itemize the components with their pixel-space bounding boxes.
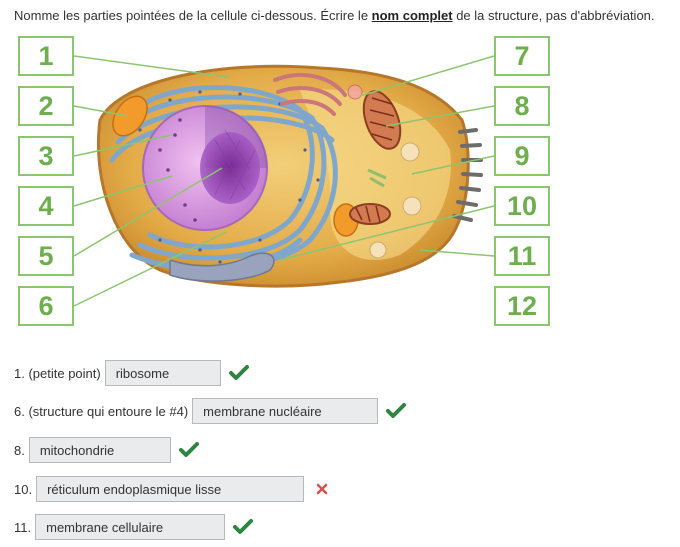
question-row-1: 1. (petite point) [14, 360, 249, 386]
answer-field-10[interactable] [36, 476, 305, 502]
nucleus [142, 105, 268, 231]
question-label: 8. [14, 442, 25, 458]
label-box-9: 9 [494, 136, 550, 176]
label-box-8: 8 [494, 86, 550, 126]
smooth-er [169, 252, 275, 282]
label-box-4: 4 [18, 186, 74, 226]
checkmark-icon [386, 401, 407, 421]
answer-field-1[interactable] [104, 360, 221, 386]
instruction-text: Nomme les parties pointées de la cellule… [14, 8, 655, 23]
microvilli [452, 128, 483, 222]
checkmark-icon [178, 440, 199, 460]
question-row-6: 6. (structure qui entoure le #4) [14, 398, 407, 424]
answer-field-6[interactable] [192, 398, 379, 424]
question-label: 6. (structure qui entoure le #4) [14, 403, 189, 419]
question-row-8: 8. [14, 437, 199, 463]
vesicles [347, 84, 422, 259]
answer-field-8[interactable] [28, 437, 171, 463]
centrioles [367, 168, 387, 188]
label-box-6: 6 [18, 286, 74, 326]
label-box-10: 10 [494, 186, 550, 226]
cross-icon [312, 479, 332, 499]
label-box-11: 11 [494, 236, 550, 276]
leader-lines [73, 55, 495, 307]
mitochondria [112, 90, 402, 237]
label-box-2: 2 [18, 86, 74, 126]
checkmark-icon [228, 363, 249, 383]
label-box-3: 3 [18, 136, 74, 176]
question-label: 11. [14, 519, 32, 535]
question-label: 1. (petite point) [14, 365, 101, 381]
cell-diagram: 1 2 3 4 5 6 7 8 9 10 11 12 [18, 36, 550, 326]
question-row-10: 10. [14, 476, 332, 502]
question-row-11: 11. [14, 514, 254, 540]
golgi [273, 73, 347, 116]
label-box-1: 1 [18, 36, 74, 76]
checkmark-icon [233, 517, 254, 537]
answer-field-11[interactable] [35, 514, 226, 540]
label-box-5: 5 [18, 236, 74, 276]
instruction-emphasis: nom complet [371, 8, 453, 23]
label-box-7: 7 [494, 36, 550, 76]
question-label: 10. [14, 481, 33, 497]
label-box-12: 12 [494, 286, 550, 326]
